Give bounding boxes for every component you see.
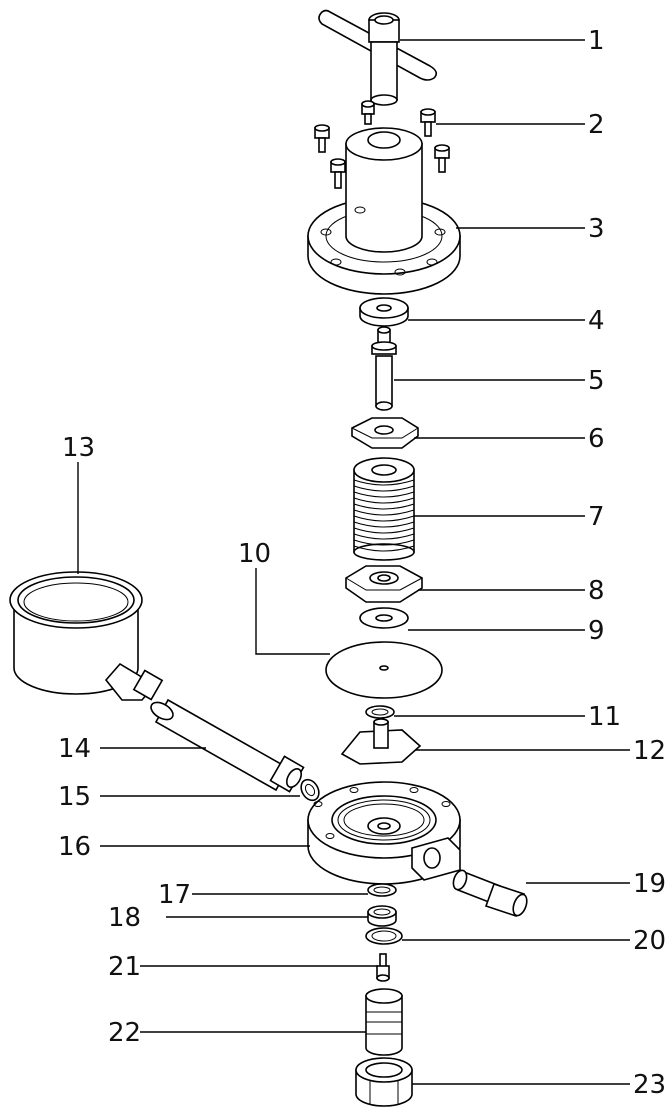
callout-12: 12 bbox=[633, 736, 666, 766]
callout-10: 10 bbox=[238, 539, 271, 569]
callout-8: 8 bbox=[588, 576, 605, 606]
callout-22: 22 bbox=[108, 1018, 141, 1048]
part-4-washer bbox=[359, 297, 409, 327]
callout-4: 4 bbox=[588, 306, 605, 336]
callout-14: 14 bbox=[58, 734, 91, 764]
part-5-stem bbox=[371, 326, 397, 411]
callout-21: 21 bbox=[108, 952, 141, 982]
callout-labels: 1 2 3 4 5 6 7 8 9 10 11 12 13 14 15 16 1… bbox=[58, 26, 666, 1100]
part-17-ring bbox=[367, 883, 397, 897]
callout-20: 20 bbox=[633, 926, 666, 956]
callout-5: 5 bbox=[588, 366, 605, 396]
part-21-pin bbox=[376, 953, 390, 982]
part-6-hex-plate bbox=[351, 417, 419, 449]
part-13-pressure-gauge bbox=[9, 571, 164, 701]
callout-23: 23 bbox=[633, 1070, 666, 1100]
part-12-seat-plate bbox=[340, 718, 422, 765]
part-9-washer bbox=[359, 607, 409, 629]
callout-9: 9 bbox=[588, 616, 605, 646]
callout-19: 19 bbox=[633, 869, 666, 899]
part-19-side-fitting bbox=[452, 869, 528, 918]
part-7-bellows bbox=[353, 457, 415, 561]
part-23-cap-nut bbox=[355, 1057, 413, 1107]
part-1-t-handle bbox=[318, 9, 438, 106]
callout-17: 17 bbox=[158, 880, 191, 910]
part-8-hex-plate bbox=[345, 565, 423, 603]
callout-1: 1 bbox=[588, 26, 605, 56]
callout-13: 13 bbox=[62, 433, 95, 463]
part-22-fitting bbox=[365, 988, 403, 1056]
part-11-o-ring bbox=[365, 705, 395, 719]
part-16-valve-body bbox=[307, 781, 461, 885]
leader-lines bbox=[77, 39, 630, 1085]
callout-2: 2 bbox=[588, 110, 605, 140]
callout-11: 11 bbox=[588, 702, 621, 732]
callout-18: 18 bbox=[108, 903, 141, 933]
part-14-extension-tube bbox=[150, 698, 305, 793]
part-15-ring bbox=[300, 778, 320, 802]
callout-6: 6 bbox=[588, 424, 605, 454]
callout-15: 15 bbox=[58, 782, 91, 812]
part-3-bonnet bbox=[307, 127, 461, 295]
part-18-ring bbox=[367, 905, 397, 927]
callout-16: 16 bbox=[58, 832, 91, 862]
part-20-o-ring bbox=[365, 927, 403, 945]
part-10-diaphragm bbox=[325, 641, 443, 699]
callout-7: 7 bbox=[588, 502, 605, 532]
callout-3: 3 bbox=[588, 214, 605, 244]
